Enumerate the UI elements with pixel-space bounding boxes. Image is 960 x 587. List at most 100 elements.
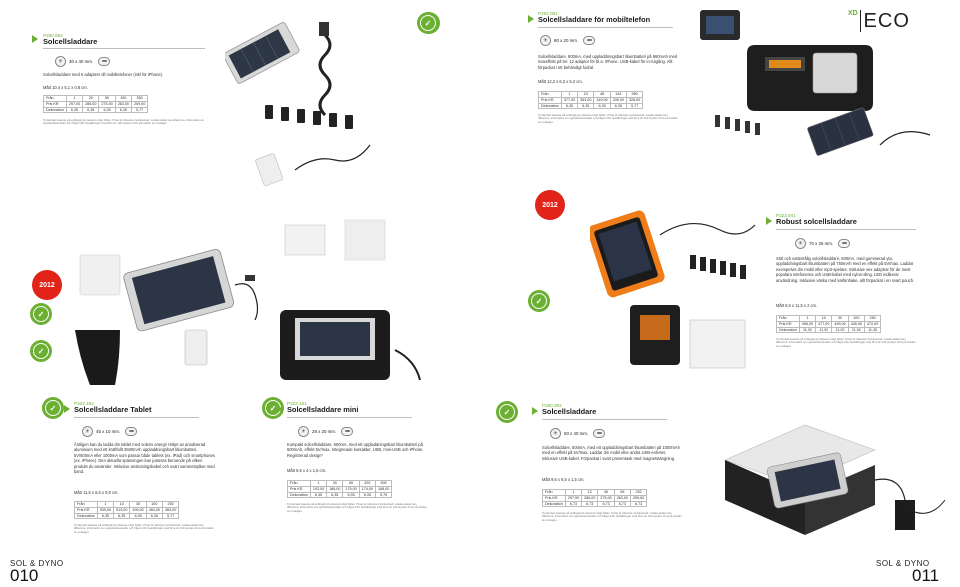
solar-panel-icon: ☀ (550, 427, 561, 439)
price-table: Från 1 20 50 150 350 Pris KR 297,00 286,… (43, 95, 149, 114)
price-row: Pris KR 539,00 519,00 499,00 484,00 469,… (74, 506, 180, 514)
fine-print: Tryckpriset baseras på enfärgstryck plac… (542, 512, 682, 522)
price-cell: 6,35 (593, 102, 611, 110)
price-cell: 6,35 (82, 106, 100, 114)
eco-logo-text: ECO (863, 10, 910, 32)
price-cell: 5,77 (130, 106, 149, 114)
price-cell: 11,92 (815, 326, 833, 334)
title-divider (74, 417, 199, 418)
price-cell: Dekoration (776, 326, 800, 334)
price-cell: Dekoration (542, 500, 566, 508)
title-arrow-icon (528, 15, 534, 23)
product-measurements: Mått 11,5 x 6,6 x 0,9 cm. (74, 490, 119, 495)
title-divider (287, 417, 412, 418)
fine-print: Tryckpriset baseras på enfärgstryck plac… (776, 338, 916, 348)
product-description: Stöt och vattentålig solcellsladdare, 50… (776, 256, 915, 283)
product-measurements: Mått 6,5 x 4 x 1,5 cm. (287, 468, 327, 473)
product-code: P323.041 (776, 213, 796, 218)
solar-panel-icon: ☀ (298, 425, 309, 437)
footer-section-left: SOL & DYNO (10, 559, 64, 568)
product-measurements: Mått 9,5 x 6,5 x 1,5 cm. (542, 477, 585, 482)
product-card-p260092: ✓ P260.092 Solcellsladdare ☀ 60 x 40 mm.… (490, 395, 960, 555)
product-measurements: Mått 10,4 x 5,1 x 0,8 cm. (43, 85, 88, 90)
price-cell: Dekoration (74, 512, 98, 520)
price-row: Pris KR 297,00 286,00 275,00 263,00 259,… (43, 100, 149, 108)
dimensions-row: ☀ 28 x 20 mm. (298, 425, 354, 437)
print-method-icon (341, 426, 354, 436)
product-card-p260062: P260.062 Solcellsladdare ☀ 30 x 40 mm. S… (0, 0, 480, 200)
new-2012-badge: 2012 (32, 270, 62, 300)
price-cell: 6,35 (309, 491, 328, 499)
page-number-left: 010 (10, 566, 39, 585)
dimensions-row: ☀ 45 x 10 mm. (82, 425, 138, 437)
price-cell: 6,35 (113, 512, 131, 520)
footer-section-right: SOL & DYNO (876, 559, 930, 568)
product-description: Solcellsladdare, 800mA, med uppladdnings… (538, 54, 678, 70)
print-method-icon (125, 426, 138, 436)
price-cell: 6,35 (342, 491, 360, 499)
price-cell: 6,73 (564, 500, 583, 508)
solar-panel-icon: ☀ (55, 55, 66, 67)
price-cell: 5,79 (374, 491, 393, 499)
fine-print: Tryckpriset baseras på enfärgstryck plac… (538, 114, 678, 124)
price-cell: 6,35 (358, 491, 376, 499)
product-title: Solcellsladdare Tablet (74, 405, 152, 414)
product-card-p323192: ✓ P323.192 Solcellsladdare Tablet ☀ 45 x… (0, 395, 260, 555)
price-cell: 5,77 (625, 102, 644, 110)
product-title: Robust solcellsladdare (776, 217, 857, 226)
product-photo-solar-charger-adapters (225, 22, 371, 187)
product-title: Solcellsladdare för mobiltelefon (538, 15, 651, 24)
product-measurements: Mått 12,2 x 6,3 x 5,2 cm. (538, 79, 583, 84)
eco-badge-icon: ✓ (417, 12, 439, 34)
eco-badge-icon: ✓ (30, 340, 52, 362)
price-cell: 11,92 (798, 326, 817, 334)
price-cell: 11,92 (831, 326, 849, 334)
eco-badge-icon: ✓ (528, 290, 550, 312)
fine-print: Tryckpriset baseras på enfärgstryck plac… (74, 524, 214, 534)
price-cell: Dekoration (43, 106, 67, 114)
eco-badge-icon: ✓ (496, 401, 518, 423)
product-card-p252081: ✓ P252.081 Solcellsladdare för mobiltele… (417, 0, 960, 200)
product-title: Solcellsladdare (43, 37, 98, 46)
price-cell: 6,73 (629, 500, 648, 508)
price-cell: 11,92 (847, 326, 865, 334)
price-cell: Dekoration (287, 491, 311, 499)
product-description: Äntligen kan du ladda din tablet med sol… (74, 442, 215, 475)
product-card-p323191: ✓ P323.191 Solcellsladdare mini ☀ 28 x 2… (260, 395, 490, 555)
title-arrow-icon (532, 407, 538, 415)
price-table: Från 1 24 48 144 960 Pris KR 377,00 363,… (538, 91, 644, 110)
product-description: Solcellsladdare med 6 adapters till mobi… (43, 72, 164, 77)
price-cell: 6,35 (326, 491, 344, 499)
xd-logo-text: XD (848, 10, 858, 17)
panel-dimensions: 30 x 40 mm. (69, 58, 94, 64)
price-row: Pris KR 377,00 363,00 349,00 339,00 328,… (538, 96, 644, 104)
title-arrow-icon (32, 35, 38, 43)
price-row: Pris KR 496,00 477,00 459,00 445,00 472,… (776, 320, 882, 328)
price-cell: 6,35 (96, 512, 115, 520)
price-table: Från 1 30 60 200 500 Pris KR 193,00 186,… (287, 480, 393, 499)
product-code: P323.192 (74, 401, 94, 406)
price-cell: 6,35 (577, 102, 595, 110)
solar-panel-icon: ☀ (795, 237, 806, 249)
panel-dimensions: 80 x 20 mm. (554, 37, 579, 43)
price-cell: 6,35 (98, 106, 116, 114)
product-title: Solcellsladdare (542, 407, 597, 416)
price-table: Från 1 10 30 100 250 Pris KR 539,00 519,… (74, 501, 180, 520)
price-cell: 6,35 (114, 106, 132, 114)
new-2012-badge: 2012 (535, 190, 565, 220)
title-divider (538, 27, 673, 28)
product-title: Solcellsladdare mini (287, 405, 359, 414)
fine-print: Tryckpriset baseras på enfärgstryck plac… (43, 119, 205, 126)
dimensions-row: ☀ 70 x 25 mm. (795, 237, 851, 249)
decoration-row: Dekoration 6,73 6,73 6,73 6,73 6,73 (542, 500, 648, 508)
eco-badge-icon: ✓ (30, 303, 52, 325)
product-code: P252.081 (538, 11, 558, 16)
price-cell: Dekoration (538, 102, 562, 110)
decoration-row: Dekoration 6,35 6,35 6,35 6,35 5,77 (74, 512, 180, 520)
product-card-p323041: 2012 P323.041 Robust solcellsladdare ☀ 7… (480, 190, 960, 385)
print-method-icon (98, 56, 111, 66)
price-cell: 6,35 (65, 106, 84, 114)
price-cell: 6,35 (145, 512, 163, 520)
title-arrow-icon (277, 405, 283, 413)
product-photo-charger-case (700, 10, 931, 156)
